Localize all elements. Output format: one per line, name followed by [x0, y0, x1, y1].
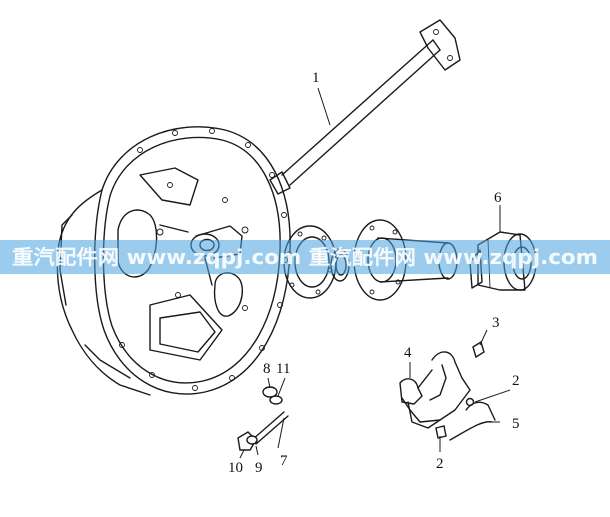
callout-4: 4 — [404, 345, 412, 361]
long-bolt — [237, 411, 289, 451]
callout-3: 3 — [492, 315, 500, 331]
callout-10: 10 — [228, 460, 243, 476]
callout-2-lower: 2 — [436, 456, 444, 472]
callout-8: 8 — [263, 361, 271, 377]
watermark-text: 重汽配件网 www.zqpj.com 重汽配件网 www.zqpj.com — [12, 245, 598, 269]
callout-1: 1 — [312, 70, 320, 86]
callout-labels: 1 2 2 3 4 5 6 7 8 9 10 11 — [228, 70, 520, 476]
nut-washer — [262, 386, 283, 405]
leader-lines — [239, 87, 511, 459]
callout-6: 6 — [494, 190, 502, 206]
watermark: 重汽配件网 www.zqpj.com 重汽配件网 www.zqpj.com — [0, 240, 610, 274]
callout-7: 7 — [280, 453, 288, 469]
callout-9: 9 — [255, 460, 263, 476]
bolt-lower — [435, 425, 447, 439]
callout-5: 5 — [512, 416, 520, 432]
spring-clip — [449, 401, 496, 441]
release-fork — [399, 351, 471, 429]
callout-11: 11 — [276, 361, 290, 377]
key-pin — [472, 340, 485, 359]
release-shaft — [269, 19, 461, 195]
callout-2-upper: 2 — [512, 373, 520, 389]
